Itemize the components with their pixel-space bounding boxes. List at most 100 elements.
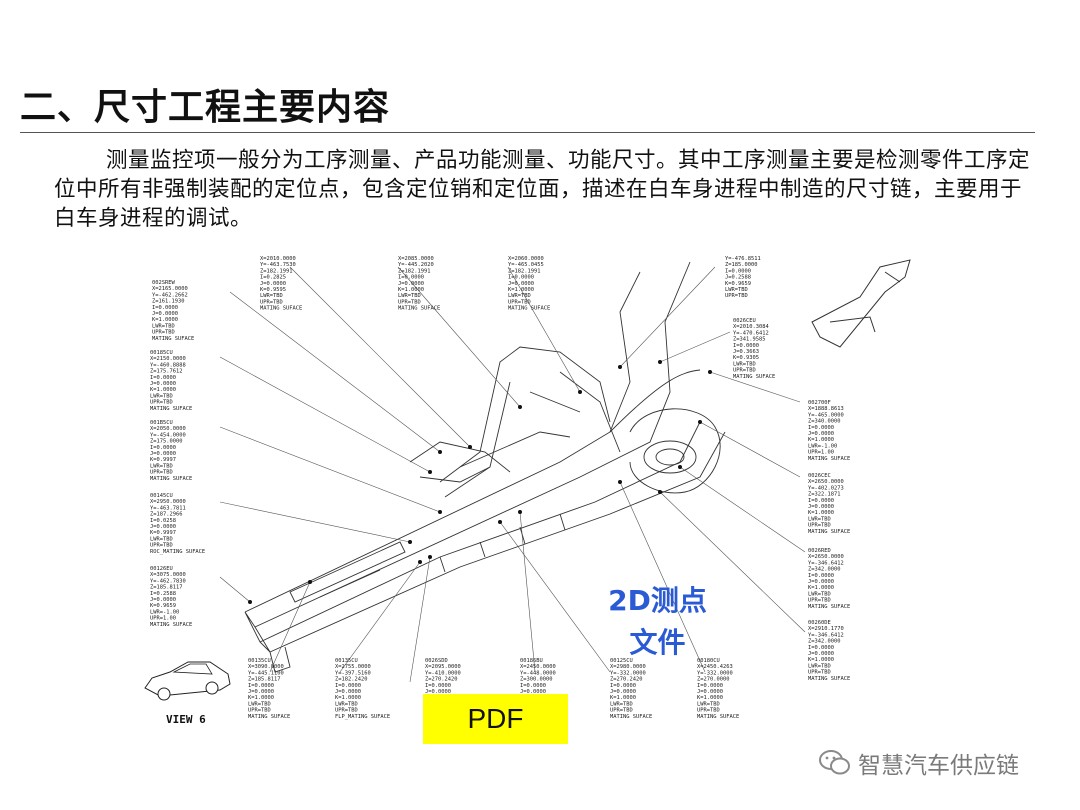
callout-line: X=2095.0000: [425, 664, 461, 670]
callout-line: MATING SUFACE: [150, 622, 192, 628]
callout-line: UPR=TBD: [725, 293, 748, 299]
callout-line: X=2450.0000: [520, 664, 556, 670]
callout-line: UPR=TBD: [335, 708, 358, 714]
callout-line: 002SREW: [152, 280, 175, 286]
callout-line: 00260DE: [808, 620, 831, 626]
callout-line: Y=-445.1100: [248, 670, 284, 676]
callout-line: LWR=TBD: [152, 323, 175, 329]
callout-line: J=0.0000: [260, 281, 286, 287]
callout-line: Y=-402.0273: [808, 485, 844, 491]
callout-line: J=0.0000: [150, 381, 176, 387]
callout-line: Z=185.8117: [150, 585, 182, 591]
callout-line: Y=-346.6412: [808, 632, 844, 638]
callout-line: LWR=TBD: [335, 701, 358, 707]
callout-line: MATING SUFACE: [152, 336, 194, 342]
callout-line: I=0.0000: [610, 683, 636, 689]
callout-line: Z=175.7612: [150, 369, 182, 375]
callout-line: LWR=TBD: [610, 701, 633, 707]
callout-line: X=2060.0000: [508, 256, 544, 262]
callout-line: MATING SUFACE: [150, 476, 192, 482]
callout-line: I=0.0000: [248, 683, 274, 689]
callout-line: UPR=TBD: [152, 330, 175, 336]
callout-line: K=0.9595: [260, 287, 286, 293]
callout-line: K=0.9659: [725, 281, 751, 287]
callout-line: X=2150.0000: [150, 356, 186, 362]
watermark: 智慧汽车供应链: [818, 746, 1019, 780]
callout-line: I=0.2588: [150, 591, 176, 597]
callout-line: Z=300.0000: [520, 677, 552, 683]
pdf-attachment-box[interactable]: PDF: [423, 694, 568, 744]
callout-line: LWR=-1.00: [150, 609, 179, 615]
callout-line: J=0.0000: [425, 689, 451, 695]
callout-line: K=0.9659: [150, 603, 176, 609]
callout-line: LWR=TBD: [150, 536, 173, 542]
callout-line: Y=-470.6412: [733, 330, 769, 336]
callout-line: Z=322.1871: [808, 492, 840, 498]
callout-line: UPR=1.00: [808, 450, 834, 456]
callout-line: K=1.0000: [398, 287, 424, 293]
callout-line: X=1888.8613: [808, 406, 844, 412]
callout-line: Y=-463.7811: [150, 505, 186, 511]
callout-line: UPR=TBD: [808, 523, 831, 529]
callout-line: I=0.0000: [808, 573, 834, 579]
callout-line: K=1.0000: [150, 387, 176, 393]
callout-line: ROC_MATING SUFACE: [150, 549, 205, 555]
callout-line: I=0.0000: [150, 445, 176, 451]
callout-line: LWR=TBD: [733, 361, 756, 367]
callout-line: K=1.0000: [610, 695, 636, 701]
callout-line: I=0.0000: [725, 268, 751, 274]
callout-line: I=0.0000: [808, 645, 834, 651]
callout-line: Y=-445.2020: [398, 262, 434, 268]
callout-line: I=0.0000: [398, 275, 424, 281]
callout-line: UPR=TBD: [260, 299, 283, 305]
callout-line: LWR=TBD: [697, 701, 720, 707]
callout-line: X=3075.0000: [150, 572, 186, 578]
callout-line: UPR=TBD: [733, 368, 756, 374]
callout-line: I=0.0000: [697, 683, 723, 689]
callout-line: K=1.0000: [697, 695, 723, 701]
callout-line: 00180CU: [697, 658, 720, 664]
callout-line: K=1.0000: [808, 585, 834, 591]
callout-line: I=0.0258: [150, 518, 176, 524]
callout-line: K=1.0000: [248, 695, 274, 701]
callout-line: X=2650.0000: [808, 554, 844, 560]
callout-line: 0026SDD: [425, 658, 448, 664]
callout-line: 00186BU: [520, 658, 543, 664]
callout-line: J=0.0000: [150, 524, 176, 530]
wechat-icon: [819, 750, 850, 775]
callout-line: MATING SUFACE: [808, 604, 850, 610]
callout-line: J=0.0000: [808, 579, 834, 585]
callout-line: X=2980.0000: [610, 664, 646, 670]
annotation-line-1: 2D测点: [608, 584, 707, 617]
callout-line: I=0.0000: [425, 683, 451, 689]
callout-line: Y=-332.0000: [697, 670, 733, 676]
callout-line: FLP_MATING SUFACE: [335, 714, 390, 720]
callout-line: Y=-410.0000: [425, 670, 461, 676]
callout-line: X=2010.0000: [260, 256, 296, 262]
callout-line: LWR=TBD: [260, 293, 283, 299]
callout-line: LWR=TBD: [508, 293, 531, 299]
callout-line: 0026CEU: [733, 318, 756, 324]
callout-line: J=0.0000: [335, 689, 361, 695]
callout-line: UPR=TBD: [248, 708, 271, 714]
callout-line: MATING SUFACE: [150, 406, 192, 412]
callout-line: Z=187.2966: [150, 512, 182, 518]
callout-line: MATING SUFACE: [733, 374, 775, 380]
callout-line: 002700F: [808, 400, 831, 406]
callout-line: J=0.0000: [808, 651, 834, 657]
callout-line: UPR=TBD: [508, 299, 531, 305]
callout-line: Y=-397.5160: [335, 670, 371, 676]
callout-line: UPR=TBD: [398, 299, 421, 305]
callout-line: Z=342.0000: [808, 639, 840, 645]
callout-line: Z=270.2420: [610, 677, 642, 683]
callout-line: MATING SUFACE: [697, 714, 739, 720]
callout-line: UPR=TBD: [808, 598, 831, 604]
callout-line: J=0.0000: [152, 311, 178, 317]
